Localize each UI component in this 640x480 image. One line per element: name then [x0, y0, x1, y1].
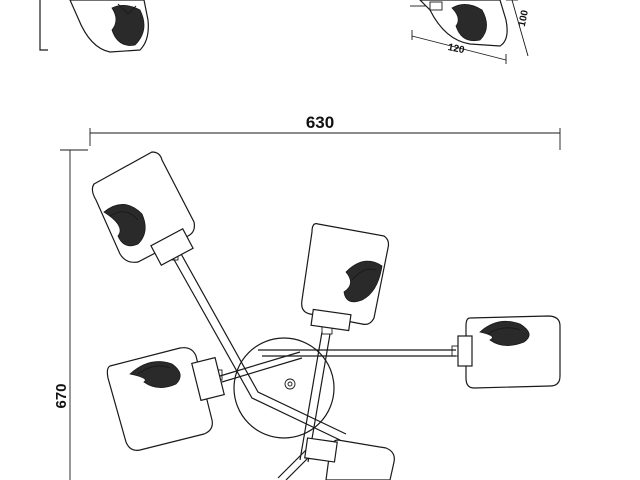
shade-height-label: 100: [517, 9, 531, 28]
ceiling-canopy: [233, 337, 335, 439]
height-label: 670: [53, 383, 70, 408]
lamp-shade-bottom: [304, 437, 395, 480]
height-dimension: 670: [53, 149, 88, 480]
width-dimension: 630: [89, 113, 561, 150]
lamp-shade-left: [106, 347, 225, 451]
lamp-shade-center: [301, 223, 390, 332]
lamp-shade-right: [457, 315, 561, 389]
lamp-shade-upper-left: [91, 151, 195, 266]
top-left-side-view: [39, 0, 149, 53]
top-right-detail-view: 120 100: [410, 0, 531, 64]
width-label: 630: [306, 113, 334, 132]
shade-width-label: 120: [447, 42, 466, 56]
